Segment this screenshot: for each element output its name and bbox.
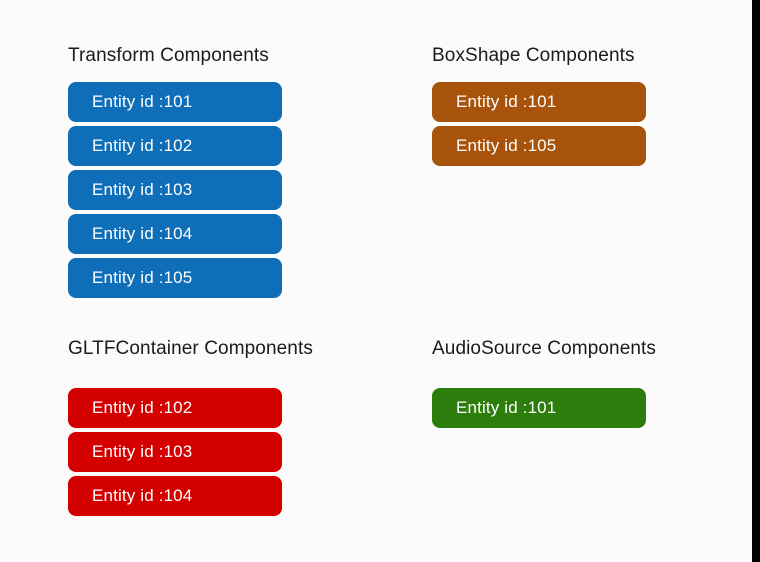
entity-chip-label: Entity id :102 [92,136,193,155]
entity-chip-label: Entity id :105 [456,136,557,155]
entity-chip[interactable]: Entity id :104 [68,214,282,254]
entity-list-transform: Entity id :101 Entity id :102 Entity id … [68,82,282,298]
entity-chip-label: Entity id :101 [92,92,193,111]
entity-list-boxshape: Entity id :101 Entity id :105 [432,82,646,166]
group-title-transform: Transform Components [68,45,269,66]
component-group-transform: Transform Components Entity id :101 Enti… [68,44,282,302]
entity-list-gltfcontainer: Entity id :102 Entity id :103 Entity id … [68,388,313,516]
group-title-gltfcontainer: GLTFContainer Components [68,338,313,359]
entity-chip[interactable]: Entity id :102 [68,126,282,166]
entity-chip[interactable]: Entity id :104 [68,476,282,516]
component-group-audiosource: AudioSource Components Entity id :101 [432,337,656,432]
entity-chip-label: Entity id :104 [92,224,193,243]
entity-chip[interactable]: Entity id :105 [432,126,646,166]
group-title-audiosource: AudioSource Components [432,338,657,359]
right-edge-strip [752,0,760,562]
entity-chip[interactable]: Entity id :101 [432,388,646,428]
entity-chip[interactable]: Entity id :103 [68,432,282,472]
entity-chip[interactable]: Entity id :103 [68,170,282,210]
entity-chip-label: Entity id :101 [456,92,557,111]
entity-chip-label: Entity id :101 [456,398,557,417]
entity-chip-label: Entity id :103 [92,180,193,199]
entity-chip-label: Entity id :105 [92,268,193,287]
group-title-boxshape: BoxShape Components [432,45,635,66]
entity-chip[interactable]: Entity id :101 [68,82,282,122]
entity-chip[interactable]: Entity id :105 [68,258,282,298]
entity-chip-label: Entity id :103 [92,442,193,461]
entity-chip[interactable]: Entity id :102 [68,388,282,428]
entity-chip-label: Entity id :102 [92,398,193,417]
entity-chip-label: Entity id :104 [92,486,193,505]
component-group-gltfcontainer: GLTFContainer Components Entity id :102 … [68,337,313,520]
entity-list-audiosource: Entity id :101 [432,388,656,428]
component-group-boxshape: BoxShape Components Entity id :101 Entit… [432,44,646,170]
entity-chip[interactable]: Entity id :101 [432,82,646,122]
